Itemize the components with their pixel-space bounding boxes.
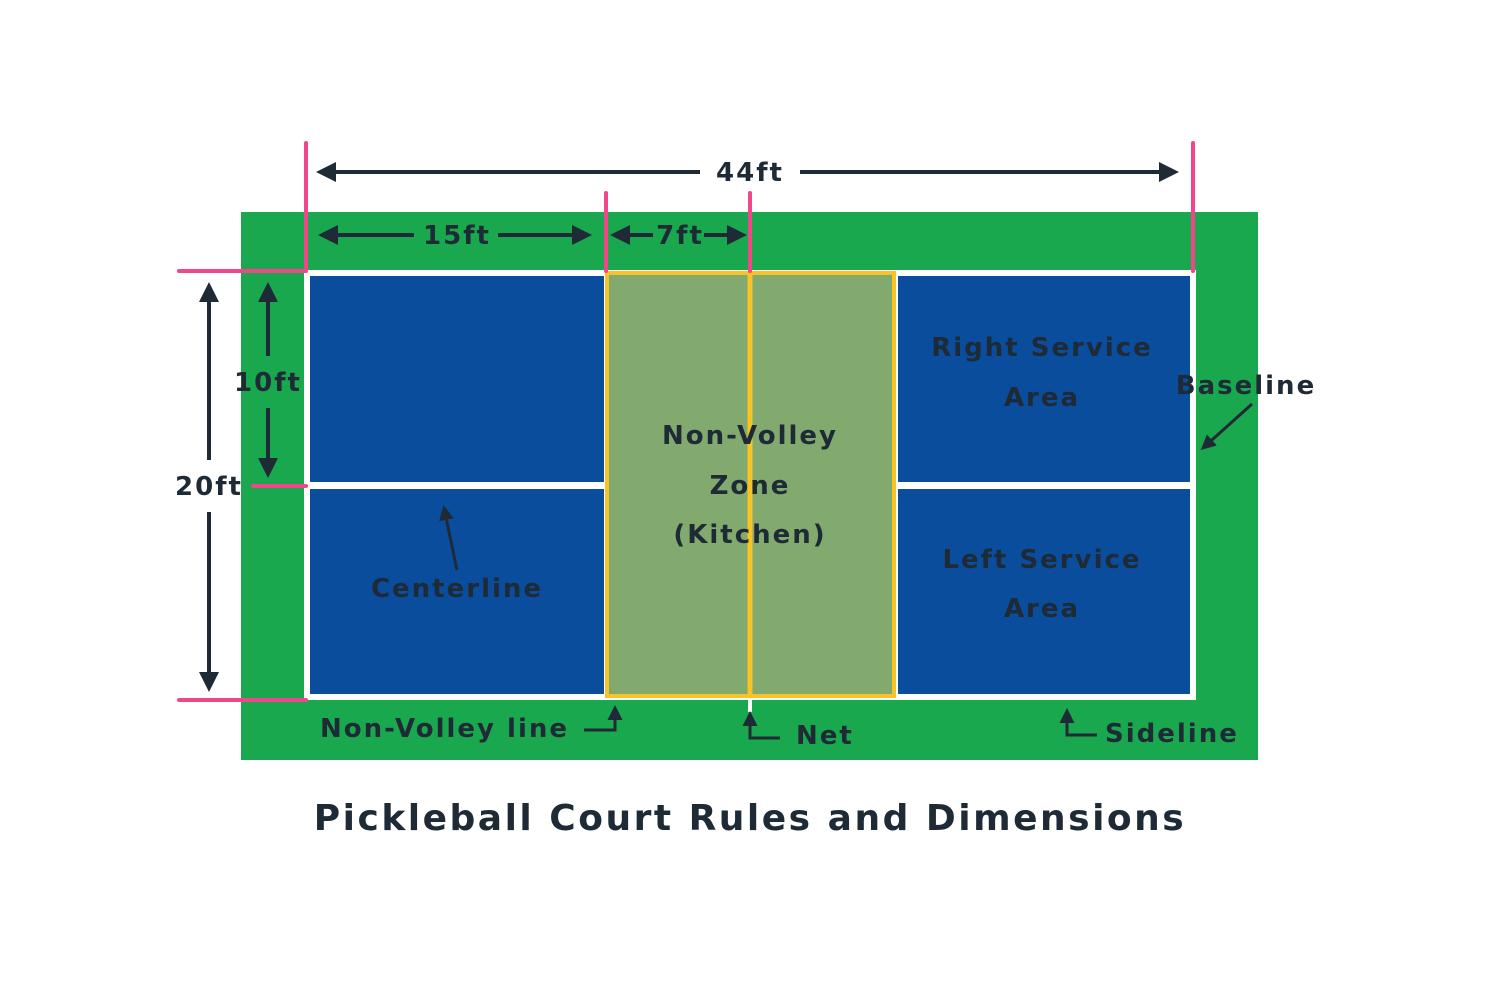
left-bottom-service-area [310, 489, 604, 694]
non-volley-line-label: Non-Volley line [320, 714, 569, 744]
length-label: 44ft [716, 158, 784, 188]
left-top-service-area [310, 276, 604, 482]
kitchen-label-2: Zone [710, 471, 791, 501]
right-service-area [898, 276, 1190, 482]
right-service-label-1: Right Service [931, 333, 1153, 363]
left-service-label-1: Left Service [942, 545, 1141, 575]
left-service-label-2: Area [1004, 594, 1080, 624]
half-width-label: 10ft [234, 368, 302, 398]
kitchen-label-1: Non-Volley [662, 421, 838, 451]
centerline-label: Centerline [371, 574, 543, 604]
kitchen-label-3: (Kitchen) [673, 520, 826, 550]
right-service-label-2: Area [1004, 383, 1080, 413]
baseline-label: Baseline [1176, 371, 1316, 401]
sideline-label: Sideline [1105, 719, 1239, 749]
kitchen-depth-label: 7ft [656, 221, 704, 251]
dimension-arrows [199, 162, 1254, 740]
diagram-title: Pickleball Court Rules and Dimensions [314, 798, 1186, 839]
net-label: Net [796, 721, 854, 751]
width-label: 20ft [175, 472, 243, 502]
left-service-area [898, 489, 1190, 694]
dimension-markers [177, 141, 1195, 702]
baseline-to-kitchen-label: 15ft [423, 221, 491, 251]
